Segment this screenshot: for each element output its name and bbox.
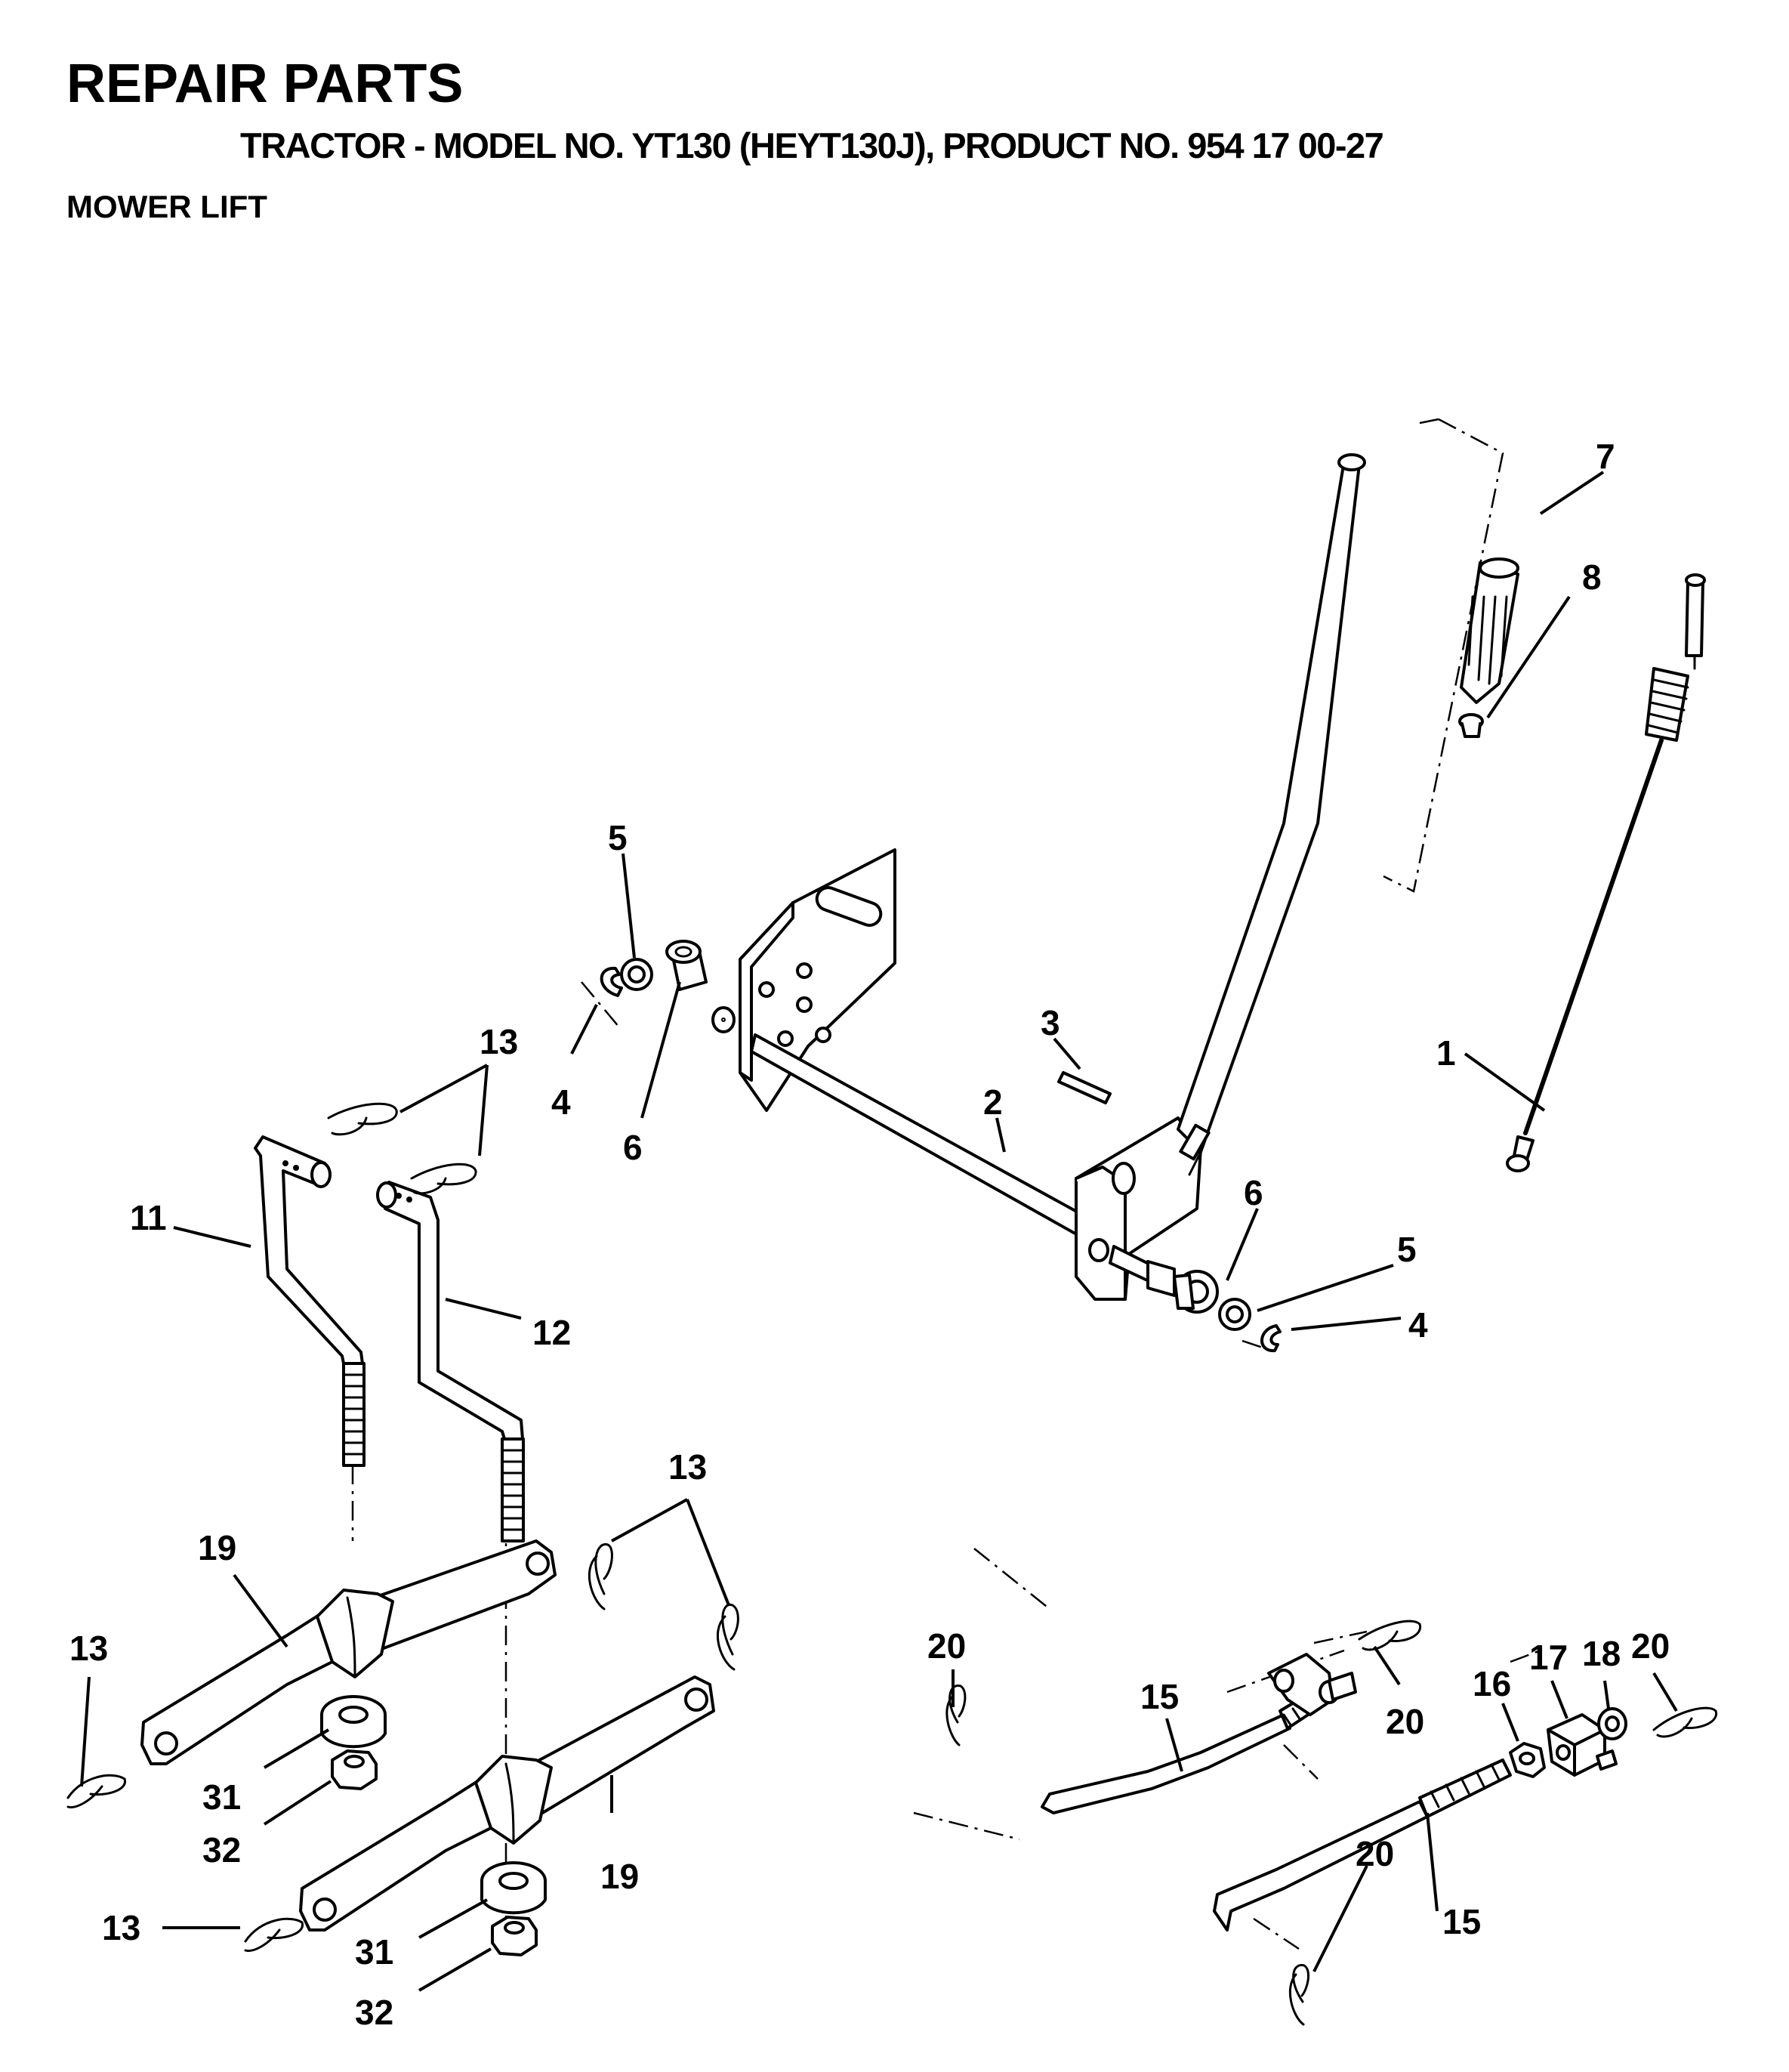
rod-part-15-upper	[1041, 1653, 1357, 1814]
callout-18: 18	[1582, 1634, 1621, 1673]
pin-part-3	[1057, 1071, 1112, 1104]
callout-31-lower: 31	[355, 1932, 393, 1972]
callout-13-a: 13	[480, 1022, 518, 1061]
callout-6-right: 6	[1244, 1173, 1263, 1212]
lift-arm-part-19-lower	[299, 1675, 715, 1931]
lift-link-part-12	[376, 1181, 525, 1542]
callout-13-b: 13	[668, 1447, 707, 1487]
callout-19-lower: 19	[600, 1857, 639, 1896]
spacers-nuts-31-32	[320, 1695, 547, 1956]
callout-19-upper: 19	[198, 1528, 236, 1567]
callout-16: 16	[1473, 1664, 1511, 1703]
callout-5-left: 5	[608, 818, 628, 857]
cable-part-1	[1506, 573, 1706, 1172]
callout-13-d: 13	[102, 1908, 140, 1947]
lift-link-part-11	[254, 1135, 366, 1467]
callout-6-left: 6	[623, 1128, 643, 1167]
callout-15-lower: 15	[1442, 1902, 1481, 1941]
callout-20-c: 20	[1631, 1626, 1670, 1666]
callout-17: 17	[1529, 1638, 1568, 1677]
page-title: REPAIR PARTS	[66, 54, 464, 114]
lift-lever-handle	[1177, 453, 1366, 1176]
clips-part-20	[945, 1620, 1718, 2026]
right-hardware	[1146, 1260, 1282, 1353]
callout-12: 12	[532, 1313, 571, 1352]
section-title: MOWER LIFT	[66, 189, 267, 224]
callout-2: 2	[983, 1082, 1003, 1122]
phantom-lines	[351, 418, 1541, 1950]
clips-part-13-lower	[66, 1543, 739, 1953]
callout-32-upper: 32	[202, 1830, 241, 1870]
callout-7: 7	[1596, 437, 1615, 476]
callout-31-upper: 31	[202, 1777, 241, 1817]
callout-20-b: 20	[1386, 1702, 1424, 1741]
clips-part-13-upper	[327, 1102, 477, 1195]
callout-15-upper: 15	[1140, 1677, 1179, 1716]
callout-3: 3	[1041, 1003, 1060, 1042]
lift-arm-part-19-upper	[140, 1539, 557, 1765]
callout-8: 8	[1582, 557, 1602, 597]
callout-1: 1	[1436, 1033, 1456, 1073]
page-subtitle: TRACTOR - MODEL NO. YT130 (HEYT130J), PR…	[240, 125, 1384, 165]
callout-20-d: 20	[1356, 1834, 1394, 1873]
callout-5-right: 5	[1397, 1230, 1417, 1269]
callout-4-right: 4	[1408, 1305, 1428, 1345]
grip-part-7	[1460, 557, 1519, 704]
callout-32-lower: 32	[355, 1993, 393, 2032]
callout-11: 11	[130, 1198, 167, 1237]
callout-4-left: 4	[551, 1082, 571, 1122]
leader-lines	[80, 471, 1678, 1992]
hardware-16-17-18	[1509, 1707, 1627, 1778]
callout-13-c: 13	[69, 1629, 108, 1668]
left-hardware	[600, 940, 726, 1022]
callout-20-a: 20	[927, 1626, 966, 1666]
callout-labels: 1 2 3 4 4 5 5 6 6 7 8 11 12 13 13 13 13 …	[69, 437, 1670, 2032]
screw-part-8	[1458, 713, 1484, 738]
lift-shaft-part-2	[711, 848, 1202, 1301]
